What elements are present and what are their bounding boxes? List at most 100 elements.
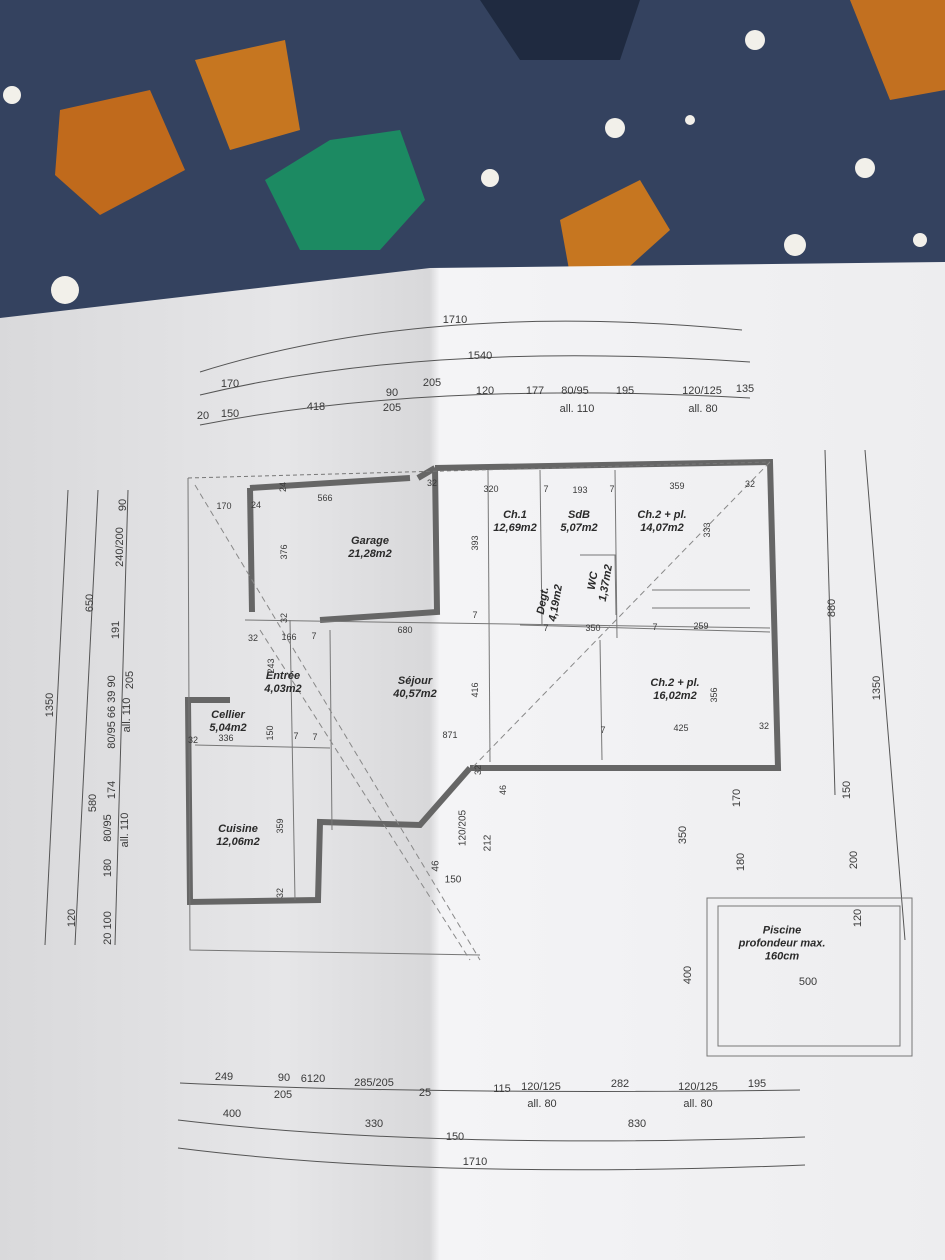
dimension-line [824,449,836,796]
room-area: 21,28m2 [348,548,392,560]
dimension-label: 240/200 [114,527,126,567]
room-name: Garage [351,535,389,547]
dimension-label: 7 [543,623,549,633]
room-area: 5,04m2 [209,722,247,734]
dimension-line [199,355,751,396]
dimension-label: 7 [609,484,615,494]
dimension-label: all. 80 [527,1098,557,1110]
dimension-label: 90 [277,1072,291,1084]
pool-outline [706,897,913,1057]
dimension-label: 7 [472,610,478,620]
dimension-label: 356 [709,687,719,703]
dimension-label: 871 [442,730,458,740]
dimension-label: 1350 [871,675,883,701]
dimension-label: 150 [220,408,240,420]
diagonal-guides [194,461,771,961]
dimension-label: 7 [311,631,317,641]
dimension-label: 24 [278,481,288,493]
room-ch2-lower: Ch.2 + pl.16,02m2 [650,677,699,703]
dimension-label: 7 [600,725,606,735]
room-area: 5,07m2 [560,522,598,534]
room-name: Piscine [762,924,802,937]
dimension-label: 320 [483,484,499,494]
pool-depth-value: 160cm [764,950,800,963]
dimension-label: all. 110 [119,812,131,848]
room-area: 14,07m2 [640,522,684,534]
room-name: Ch.2 + pl. [650,677,700,689]
dimension-line [74,489,99,946]
dimension-label: all. 80 [683,1098,713,1110]
dimension-label: 80/95 [102,814,114,842]
orange-leaf [195,40,300,150]
room-name: Entrée [265,670,301,682]
room-name: SdB [568,509,590,521]
dimension-label: 243 [266,658,276,674]
dimension-label: all. 80 [688,403,718,415]
dimension-label: 880 [826,598,838,618]
dimension-label: 170 [731,788,743,808]
dimension-label: 350 [585,623,601,633]
dimension-label: 24 [250,500,262,510]
dimension-label: 212 [482,834,494,852]
dimension-label: 1710 [462,1156,488,1168]
dimension-label: 830 [627,1118,647,1130]
room-name: Séjour [397,675,433,687]
dimension-label: 170 [216,501,232,511]
dimension-label: 177 [525,385,545,397]
room-name: Ch.2 + pl. [637,509,687,521]
dimension-label: 135 [735,383,755,395]
dimension-label: all. 110 [121,697,133,733]
dimension-label: 249 [214,1071,234,1083]
green-leaf [265,130,425,250]
dimension-label: 170 [220,378,240,390]
dimension-label: 150 [841,780,853,800]
dimension-label: 7 [312,732,318,742]
dimension-label: 193 [572,485,588,495]
dimension-label: 7 [293,731,299,741]
dimension-label: 680 [397,625,413,635]
dimension-line [864,449,906,941]
dimension-label: 25 [418,1087,432,1099]
dimension-label: 1710 [442,314,468,326]
dimension-label: 80/95 [561,385,589,397]
dimension-label: 195 [615,385,635,397]
dimension-label: 150 [444,874,462,886]
dimension-label: 32 [247,633,259,643]
room-area: 16,02m2 [653,690,697,702]
pool-depth-label: profondeur max. [738,937,826,950]
room-name: Cellier [211,709,245,721]
dimension-label: 150 [445,1131,465,1143]
dimension-label: 7 [652,622,658,632]
dimension-line [199,392,751,426]
dimension-label: 32 [473,764,483,776]
dimension-label: 7 [543,484,549,494]
dimension-label: 200 [848,850,860,870]
dimension-label: 205 [382,402,402,414]
dimension-label: 580 [87,793,99,813]
room-area: 12,06m2 [216,836,260,848]
dimension-label: 180 [102,858,114,878]
dimension-label: all. 110 [559,403,595,415]
dimension-label: 120/125 [678,1081,718,1093]
dimension-label: 180 [735,852,747,872]
orange-leaf [850,0,945,100]
dimension-label: 333 [702,522,712,538]
dimension-label: 400 [682,965,694,985]
dimension-label: 650 [84,593,96,613]
interior-partitions [187,461,913,1057]
dimension-label: 191 [110,620,122,640]
dimension-label: 120/125 [521,1081,561,1093]
dimension-label: 1540 [467,350,493,362]
dimension-label: 80/95 66 39 90 [106,675,118,749]
dimension-label: 174 [106,780,118,800]
room-area: 4,03m2 [264,683,302,695]
dimension-label: 32 [187,735,199,745]
dimension-label: 32 [744,479,756,489]
